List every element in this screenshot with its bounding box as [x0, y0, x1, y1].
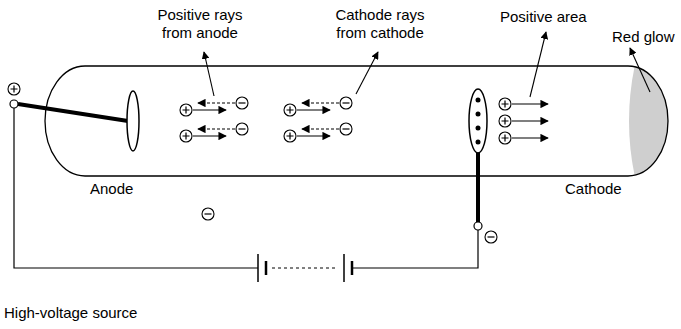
- minus-sign: [202, 208, 214, 220]
- minus-sign: [485, 231, 497, 243]
- anode-disk: [127, 91, 139, 151]
- cathode-disk: [469, 89, 487, 153]
- battery-dashes: [272, 268, 338, 269]
- part-label: High-voltage source: [4, 304, 204, 322]
- cathode-rod: [476, 150, 480, 222]
- battery-plate: [257, 254, 259, 282]
- red-glow-area: [629, 66, 668, 176]
- part-label: Cathode: [565, 180, 645, 198]
- part-label: Red glow: [612, 28, 678, 46]
- anode-rod: [18, 104, 128, 121]
- part-label: Positive rays from anode: [144, 6, 256, 42]
- leader-arrow: [204, 32, 650, 97]
- part-label: Cathode rays from cathode: [324, 6, 436, 42]
- battery-plate: [351, 261, 354, 275]
- circuit-wire: [14, 108, 478, 268]
- ray-particles: [193, 103, 548, 138]
- battery-plate: [343, 254, 345, 282]
- terminal: [10, 100, 18, 108]
- plus-sign: [8, 83, 20, 95]
- battery-plate: [265, 261, 268, 275]
- part-label: Anode: [90, 180, 160, 198]
- terminal: [474, 222, 482, 230]
- part-label: Positive area: [500, 8, 620, 26]
- glass-tube: [45, 66, 668, 176]
